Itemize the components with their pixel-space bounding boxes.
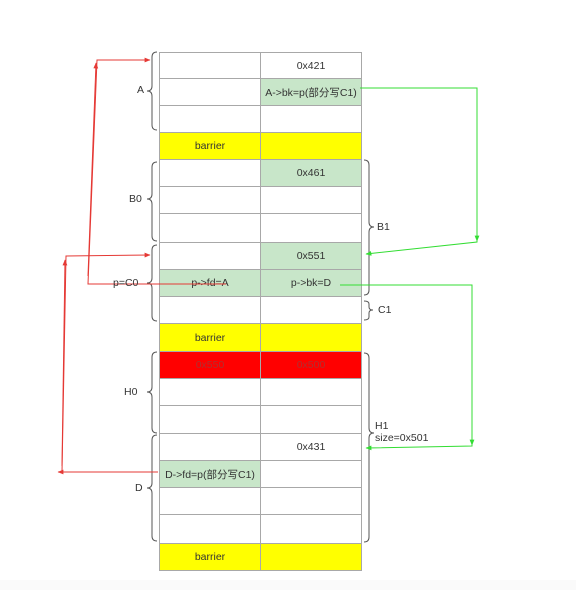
brace-a bbox=[146, 51, 158, 131]
red-arrow-c0-fd bbox=[87, 57, 226, 285]
label-h1: H1 bbox=[375, 420, 389, 432]
chunk-h0-size-cell: 0x500 bbox=[260, 351, 362, 379]
barrier-3-right-cell bbox=[260, 543, 362, 571]
green-arrow-c0-bk bbox=[340, 284, 473, 451]
label-c1: C1 bbox=[378, 304, 392, 316]
label-b0: B0 bbox=[129, 193, 142, 205]
label-c0: p=C0 bbox=[113, 277, 139, 289]
red-arrow-d-fd bbox=[61, 252, 158, 473]
brace-h1 bbox=[363, 352, 375, 543]
red-arrow-c0-fd-up-tip bbox=[87, 62, 99, 277]
brace-b0 bbox=[146, 161, 158, 242]
chunk-c0-size-cell: 0x551 bbox=[260, 242, 362, 270]
chunk-h0-prev-size-cell: 0x550 bbox=[159, 351, 261, 379]
label-a: A bbox=[137, 84, 145, 96]
label-h0: H0 bbox=[124, 386, 138, 398]
brace-h0 bbox=[146, 351, 158, 434]
chunk-a-bk-cell: A->bk=p(部分写C1) bbox=[260, 78, 362, 106]
chunk-c0-fd-cell: p->fd=A bbox=[159, 269, 261, 297]
brace-c0 bbox=[146, 244, 158, 322]
brace-c1 bbox=[363, 300, 374, 321]
label-h1-size: size=0x501 bbox=[375, 432, 429, 444]
chunk-c0-bk-cell: p->bk=D bbox=[260, 269, 362, 297]
brace-d bbox=[146, 434, 158, 542]
chunk-b0-size-cell: 0x461 bbox=[260, 159, 362, 187]
brace-b1 bbox=[363, 159, 375, 296]
barrier-3-label-cell: barrier bbox=[159, 543, 261, 571]
red-arrow-d-fd-up-tip bbox=[61, 259, 68, 467]
label-d: D bbox=[135, 482, 143, 494]
label-b1: B1 bbox=[377, 221, 390, 233]
